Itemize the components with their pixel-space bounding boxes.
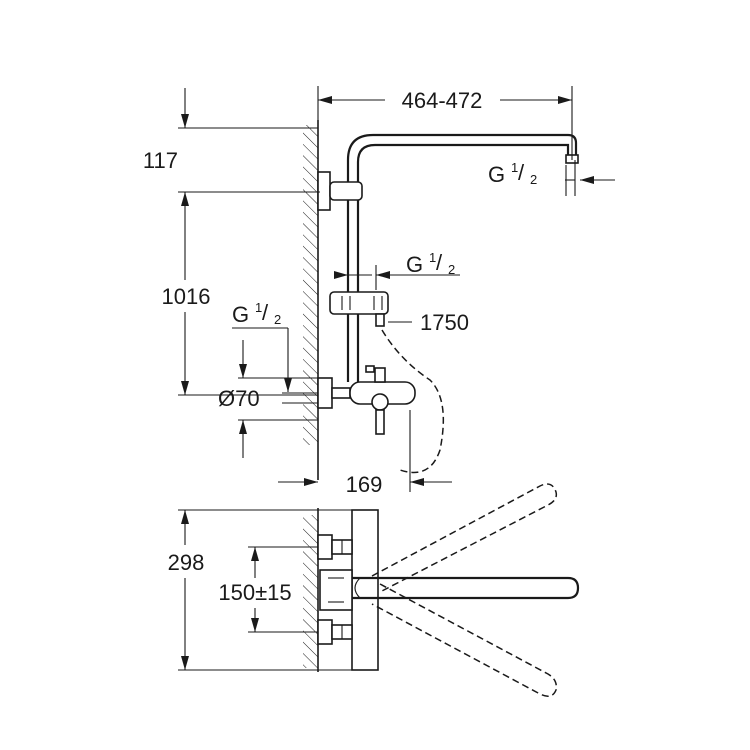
wall-hatching [303,125,318,445]
dim-hose-length-label: 1750 [420,310,469,335]
plan-lower-escutcheon [317,619,333,645]
mixer-connector [331,387,351,399]
thread-inlet-g: G [232,302,249,327]
thread-top-g: G [488,162,505,187]
thread-top-den: 2 [530,172,537,187]
spout-outlet [375,409,385,435]
shower-hose [381,329,445,474]
thread-inlet-den: 2 [274,312,281,327]
plan-mixer-body [351,509,379,671]
mixer-wall-escutcheon [317,377,333,409]
dim-head-projection-label: 464-472 [402,88,483,113]
thread-inlet-num: 1 [255,300,262,315]
plan-spout [352,576,580,600]
dim-centers-label: 150±15 [218,580,291,605]
front-elevation-view: 464-472 117 1016 G 1 / 2 G 1 / 2 [143,86,615,497]
plan-upper-escutcheon [317,534,333,560]
svg-text:/: / [262,300,269,325]
hand-shower-holder [329,291,389,315]
dim-diameter-label: Ø70 [218,386,260,411]
upper-wall-bracket [317,171,331,211]
shower-arm-inner [356,143,570,192]
svg-text:/: / [518,160,525,185]
thread-mid-den: 2 [448,262,455,277]
plan-view: 298 150±15 [168,483,580,697]
hand-shower-outlet [375,313,385,327]
dim-spout-projection-label: 169 [346,472,383,497]
thread-mid-num: 1 [429,250,436,265]
plan-wall-hatching [303,515,318,668]
diverter-button [371,393,389,411]
thread-mid-g: G [406,252,423,277]
dim-head-height-label: 117 [143,148,178,173]
plan-spout-swivel-down [371,583,558,697]
mixer-lever [374,367,386,383]
upper-bracket-clamp [329,181,363,201]
thread-top-num: 1 [511,160,518,175]
lever-knob [365,365,375,373]
svg-text:/: / [436,250,443,275]
shower-arm-outer [346,133,578,192]
dim-rail-length-label: 1016 [162,284,211,309]
plan-spout-swivel-up [371,483,558,593]
plan-centre-connector [319,569,353,611]
dim-total-depth-label: 298 [168,550,205,575]
